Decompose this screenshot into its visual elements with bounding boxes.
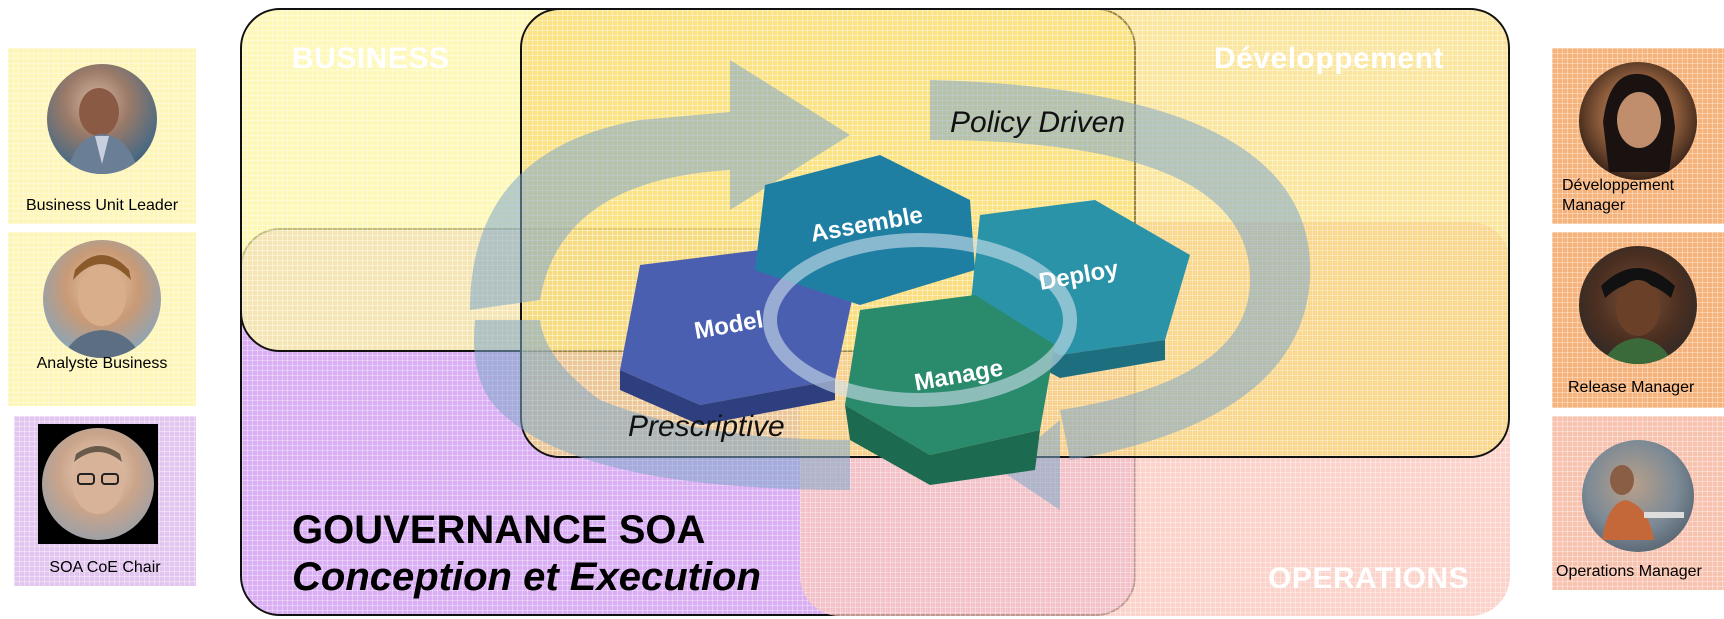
persona-card-business-unit-leader: Business Unit Leader (8, 48, 196, 224)
hex-deploy (970, 200, 1190, 378)
governance-title: GOUVERNANCE SOA (292, 508, 706, 552)
governance-subtitle: Conception et Execution (292, 555, 761, 599)
business-unit-leader-photo (47, 64, 157, 174)
persona-card-business-analyst: Analyste Business (8, 232, 196, 406)
region-title-operations: OPERATIONS (1268, 562, 1470, 595)
persona-label: Analyste Business (36, 355, 168, 372)
business-analyst-photo (43, 240, 161, 358)
persona-label: Release Manager (1568, 379, 1695, 396)
persona-label-line2: Manager (1562, 197, 1626, 214)
persona-card-development-manager: Développement Manager (1552, 48, 1724, 224)
release-manager-photo (1579, 246, 1697, 364)
inner-cycle-ring (763, 233, 1077, 407)
persona-card-operations-manager: Operations Manager (1552, 416, 1724, 590)
soa-coe-chair-photo (42, 428, 154, 540)
region-title-business: BUSINESS (292, 42, 450, 75)
persona-label: Business Unit Leader (25, 197, 179, 214)
persona-card-release-manager: Release Manager (1552, 232, 1724, 408)
operations-manager-photo (1582, 440, 1694, 552)
flow-label-policy-driven: Policy Driven (950, 106, 1126, 139)
soa-coe-chair-photo-frame (38, 424, 158, 544)
persona-label: Operations Manager (1556, 563, 1702, 580)
region-title-development: Développement (1214, 42, 1444, 75)
persona-label-line1: Développement (1562, 177, 1675, 194)
cycle-arrow-left (474, 320, 850, 490)
cycle-arrow-top (470, 60, 850, 310)
development-manager-photo (1579, 62, 1697, 180)
cycle-arrow-right (930, 80, 1311, 460)
persona-card-soa-coe-chair: SOA CoE Chair (14, 416, 196, 586)
persona-label: SOA CoE Chair (49, 559, 161, 576)
flow-label-prescriptive: Prescriptive (628, 410, 785, 443)
hex-manage (845, 295, 1055, 485)
